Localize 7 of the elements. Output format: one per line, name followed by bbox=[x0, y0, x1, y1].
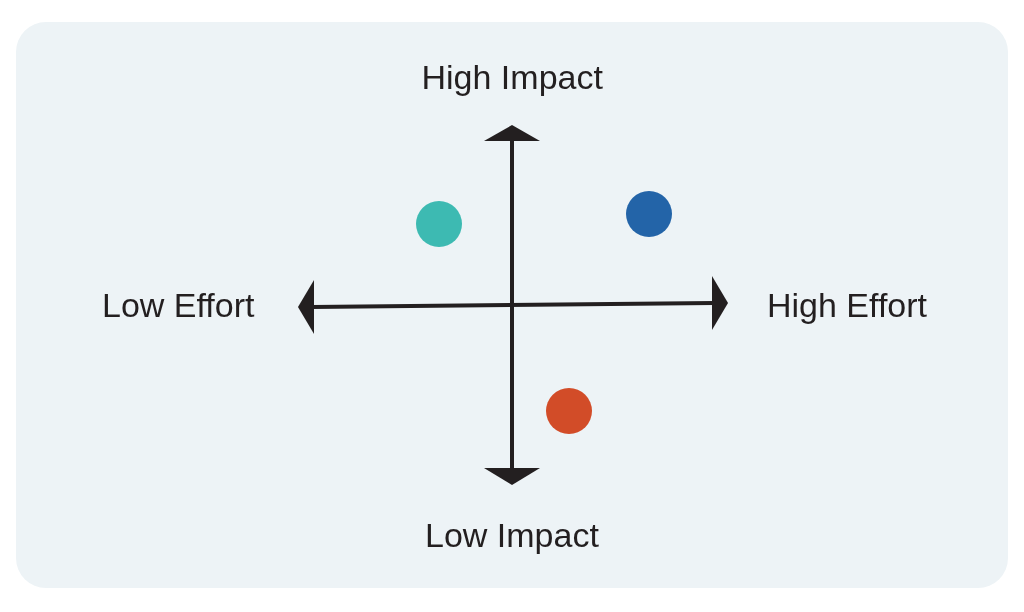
axis-label: High Impact bbox=[421, 57, 603, 97]
axis-label: High Effort bbox=[767, 285, 927, 325]
dot-marker bbox=[416, 201, 462, 247]
dot-marker bbox=[546, 388, 592, 434]
dot-marker bbox=[626, 191, 672, 237]
axis-label: Low Effort bbox=[102, 285, 255, 325]
axis-label: Low Impact bbox=[425, 515, 599, 555]
